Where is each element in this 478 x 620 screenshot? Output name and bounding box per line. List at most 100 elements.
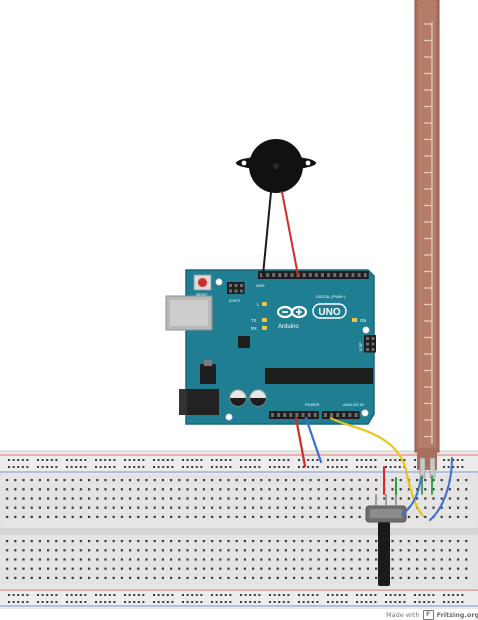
header-pin[interactable]: [357, 273, 361, 277]
breadboard-hole: [394, 466, 397, 468]
header-pin: [240, 284, 243, 287]
header-pin[interactable]: [327, 273, 331, 277]
header-pin[interactable]: [324, 413, 327, 417]
header-pin[interactable]: [345, 273, 349, 277]
flex-blue-wire-2[interactable]: [429, 457, 453, 521]
breadboard-hole: [269, 459, 271, 461]
header-pin[interactable]: [321, 273, 324, 277]
breadboard-hole: [202, 558, 205, 561]
breadboard-hole: [88, 549, 91, 552]
breadboard-hole: [418, 601, 421, 603]
breadboard-hole: [365, 594, 368, 596]
analog-yellow-wire[interactable]: [329, 416, 425, 518]
header-pin[interactable]: [354, 413, 358, 417]
header-pin[interactable]: [290, 273, 294, 277]
flex-blue-wire-1[interactable]: [401, 477, 422, 515]
breadboard-hole: [316, 459, 319, 461]
potentiometer[interactable]: [365, 494, 407, 586]
arduino-board[interactable]: [185, 269, 375, 425]
breadboard-hole: [96, 497, 99, 500]
breadboard-hole: [96, 549, 99, 552]
breadboard-hole: [252, 515, 255, 518]
breadboard-hole: [161, 479, 164, 482]
breadboard-hole: [178, 558, 181, 561]
header-pin[interactable]: [283, 413, 287, 417]
header-pin[interactable]: [336, 413, 340, 417]
breadboard-hole: [6, 488, 9, 491]
breadboard-hole: [389, 594, 392, 596]
header-pin[interactable]: [271, 413, 274, 417]
breadboard-hole: [200, 594, 203, 596]
breadboard-hole: [112, 497, 115, 500]
led-l-label: L: [257, 302, 260, 307]
digital-pin-header[interactable]: [258, 271, 369, 279]
power-pin-header[interactable]: [269, 411, 319, 419]
header-pin[interactable]: [313, 413, 317, 417]
breadboard-hole: [71, 540, 74, 543]
buzzer-red-wire[interactable]: [281, 191, 299, 276]
breadboard-hole: [55, 459, 58, 461]
header-pin[interactable]: [272, 273, 276, 277]
breadboard-hole: [243, 488, 246, 491]
breadboard-hole: [161, 540, 164, 543]
breadboard-hole: [391, 549, 394, 552]
header-pin[interactable]: [277, 413, 281, 417]
breadboard-hole: [22, 558, 25, 561]
power-red-wire[interactable]: [294, 416, 307, 468]
breadboard-hole: [374, 466, 377, 468]
header-pin[interactable]: [351, 273, 355, 277]
breadboard-hole: [22, 567, 25, 570]
breadboard-hole: [120, 515, 123, 518]
flex-sensor[interactable]: [414, 0, 440, 479]
potentiometer-shaft[interactable]: [378, 520, 390, 586]
piezo-buzzer[interactable]: [236, 139, 316, 193]
breadboard-hole: [301, 515, 304, 518]
header-pin[interactable]: [348, 413, 352, 417]
arduino-uno[interactable]: RESET ICSP2 DIGITAL (PWM~) AREF L TX RX …: [165, 269, 376, 425]
header-pin[interactable]: [278, 273, 282, 277]
header-pin[interactable]: [289, 413, 293, 417]
analog-pin-header[interactable]: [322, 411, 360, 419]
breadboard-hole: [235, 497, 238, 500]
header-pin[interactable]: [266, 273, 270, 277]
breadboard-hole: [252, 479, 255, 482]
breadboard-hole: [448, 497, 451, 500]
ground-blue-wire[interactable]: [304, 416, 323, 464]
fritzing-link[interactable]: Fritzing.org: [436, 611, 478, 619]
breadboard-hole: [240, 459, 242, 461]
header-pin[interactable]: [284, 273, 288, 277]
breadboard-hole: [391, 497, 394, 500]
header-pin[interactable]: [307, 413, 311, 417]
header-pin[interactable]: [295, 413, 299, 417]
breadboard-hole: [301, 549, 304, 552]
header-pin[interactable]: [260, 273, 263, 277]
header-pin[interactable]: [330, 413, 334, 417]
breadboard-hole: [120, 540, 123, 543]
breadboard-hole: [137, 549, 140, 552]
header-pin[interactable]: [314, 273, 318, 277]
breadboard-hole: [161, 549, 164, 552]
breadboard-hole: [325, 558, 328, 561]
breadboard-hole: [334, 540, 337, 543]
header-pin[interactable]: [339, 273, 343, 277]
breadboard-hole: [70, 459, 73, 461]
breadboard-hole: [399, 479, 402, 482]
header-pin[interactable]: [308, 273, 312, 277]
header-pin[interactable]: [302, 273, 306, 277]
breadboard-hole: [440, 488, 443, 491]
breadboard-hole: [6, 567, 9, 570]
breadboard-hole: [249, 466, 252, 468]
header-pin[interactable]: [342, 413, 346, 417]
breadboard-hole: [124, 459, 126, 461]
breadboard-hole: [448, 515, 451, 518]
breadboard-hole: [14, 497, 17, 500]
breadboard-hole: [307, 594, 310, 596]
header-pin[interactable]: [333, 273, 337, 277]
breadboard-hole: [128, 601, 131, 603]
breadboard-hole: [227, 497, 230, 500]
breadboard-hole: [157, 459, 160, 461]
header-pin[interactable]: [301, 413, 305, 417]
header-pin[interactable]: [363, 273, 367, 277]
breadboard-hole: [63, 567, 66, 570]
buzzer-black-wire[interactable]: [262, 191, 272, 276]
